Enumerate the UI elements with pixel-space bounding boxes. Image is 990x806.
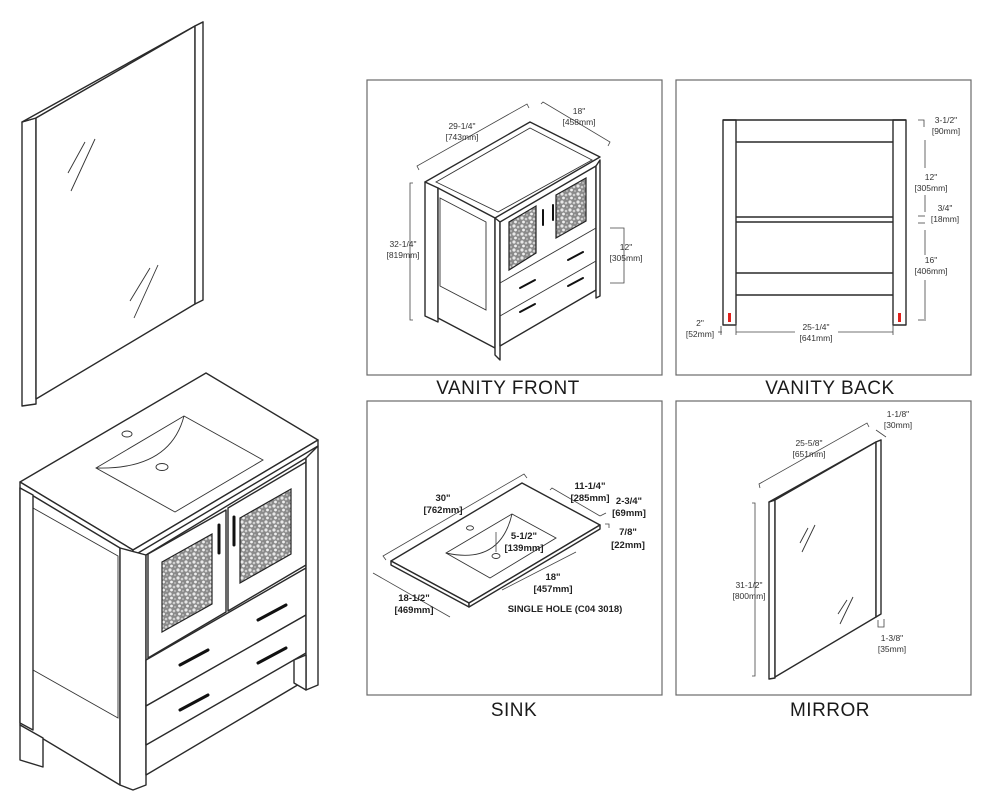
dim-sink-depth: 18-1/2": [398, 593, 429, 604]
dim-mirror-height-mm: [800mm]: [732, 591, 765, 601]
vanity-front-drawing: [409, 101, 625, 361]
dim-back-leg: 2": [696, 318, 704, 328]
dim-back-upper-mm: [305mm]: [914, 183, 947, 193]
dim-front-width: 29-1/4": [448, 121, 475, 131]
vanity-illustration: [19, 372, 319, 791]
dim-sink-thickness-mm: [22mm]: [611, 540, 645, 551]
drawer-handle: [178, 648, 210, 667]
dim-back-top-rail: 3-1/2": [935, 115, 957, 125]
front-left-mesh: [508, 204, 537, 272]
mirror-illustration: [21, 21, 204, 407]
dim-back-shelf: 3/4": [938, 203, 953, 213]
dim-sink-bowl-depth: 5-1/2": [511, 531, 537, 542]
sink-model-note: SINGLE HOLE (C04 3018): [508, 604, 623, 615]
front-right-mesh: [555, 176, 587, 240]
dim-sink-thickness: 7/8": [619, 527, 637, 538]
left-door-mesh: [161, 532, 213, 634]
dim-back-upper: 12": [925, 172, 937, 182]
dim-sink-width-mm: [762mm]: [423, 505, 462, 516]
drawer-handle: [256, 603, 288, 622]
dim-mirror-depth-mm: [35mm]: [878, 644, 906, 654]
caption-vanity-back: VANITY BACK: [765, 378, 894, 399]
sink-basin: [445, 513, 557, 579]
dim-front-drawers-mm: [305mm]: [609, 253, 642, 263]
drawer-handle: [178, 693, 210, 712]
dim-mirror-frame: 1-1/8": [887, 409, 909, 419]
dim-front-height: 32-1/4": [389, 239, 416, 249]
leg-marker-left: [728, 313, 731, 322]
dim-back-leg-mm: [52mm]: [686, 329, 714, 339]
caption-sink: SINK: [491, 700, 537, 721]
dim-sink-bowl-width: 18": [545, 572, 560, 583]
dim-back-lower-mm: [406mm]: [914, 266, 947, 276]
caption-mirror: MIRROR: [790, 700, 870, 721]
dim-mirror-width: 25-5/8": [795, 438, 822, 448]
dim-back-top-rail-mm: [90mm]: [932, 126, 960, 136]
drawer-handle: [256, 646, 288, 665]
mirror-right-edge: [194, 21, 204, 305]
dim-sink-side-mm: [285mm]: [570, 493, 609, 504]
drain: [155, 463, 169, 471]
dim-front-height-mm: [819mm]: [386, 250, 419, 260]
sink-drawing: [372, 473, 610, 618]
right-door-mesh: [239, 487, 292, 585]
leg-marker-right: [898, 313, 901, 322]
dim-front-drawers: 12": [620, 242, 632, 252]
sink-bowl: [95, 415, 264, 513]
dim-mirror-frame-mm: [30mm]: [884, 420, 912, 430]
dim-back-shelf-mm: [18mm]: [931, 214, 959, 224]
dim-mirror-height: 31-1/2": [735, 580, 762, 590]
dim-front-depth-mm: [458mm]: [562, 117, 595, 127]
dim-front-width-mm: [743mm]: [445, 132, 478, 142]
dim-back-width: 25-1/4": [802, 322, 829, 332]
dim-front-depth: 18": [573, 106, 585, 116]
caption-vanity-front: VANITY FRONT: [436, 378, 580, 399]
dim-back-width-mm: [641mm]: [799, 333, 832, 343]
dim-mirror-depth: 1-3/8": [881, 633, 903, 643]
mirror-glass: [35, 25, 196, 400]
dim-sink-side: 11-1/4": [575, 481, 606, 492]
mirror-drawing: [752, 422, 887, 680]
faucet-hole: [121, 430, 133, 438]
dim-sink-depth-mm: [469mm]: [394, 605, 433, 616]
dim-mirror-width-mm: [651mm]: [792, 449, 825, 459]
back-leg: [19, 724, 44, 768]
dim-sink-bowl-width-mm: [457mm]: [533, 584, 572, 595]
dim-sink-back: 2-3/4": [616, 496, 642, 507]
dim-sink-bowl-depth-mm: [139mm]: [504, 543, 543, 554]
vanity-back-drawing: [718, 119, 926, 335]
dim-sink-back-mm: [69mm]: [612, 508, 646, 519]
mirror-left-edge: [21, 117, 37, 407]
dim-sink-width: 30": [435, 493, 450, 504]
dim-back-lower: 16": [925, 255, 937, 265]
